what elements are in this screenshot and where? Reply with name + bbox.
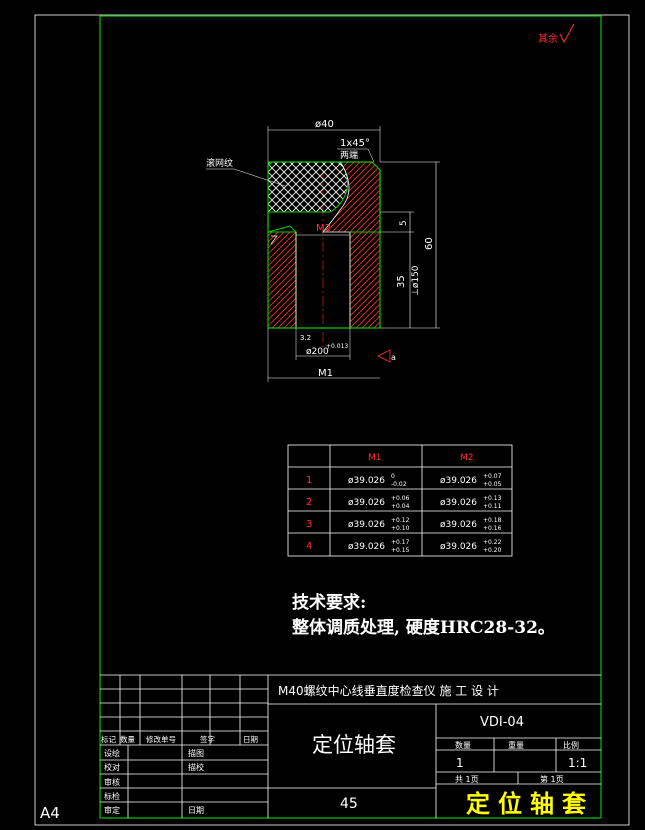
table-cell-m2-lower: +0.11 <box>483 503 502 510</box>
role-label: 审定 <box>104 805 120 815</box>
dim-60: 60 <box>424 237 435 250</box>
outer-frame <box>34 14 630 826</box>
table-cell-m2-lower: +0.16 <box>483 525 502 532</box>
dim-35: 35 <box>396 275 407 288</box>
dim-tol: +0.013 <box>326 343 348 350</box>
scale-value: 1:1 <box>568 756 587 770</box>
table-cell-m1-upper: +0.17 <box>391 539 410 546</box>
revision-header: 签字 <box>200 734 215 744</box>
table-row-number: 4 <box>306 541 312 552</box>
role-label: 标检 <box>104 791 120 801</box>
dim-both-ends: 两端 <box>340 149 358 161</box>
dim-d200: ø200 <box>306 347 329 357</box>
drawing-number: VDI-04 <box>480 715 524 730</box>
body-right-section <box>349 231 381 329</box>
table-cell-m2-upper: +0.22 <box>483 539 502 546</box>
knurl-label: 滚网纹 <box>206 157 233 169</box>
dim-perp: ⊥ø150 <box>411 265 421 296</box>
project-title: M40螺纹中心线垂直度检查仪 施 工 设 计 <box>278 683 499 698</box>
revision-header: 数量 <box>120 734 135 744</box>
table-cell-m2-base: ø39.026 <box>440 498 477 508</box>
tech-heading: 技术要求: <box>292 592 366 613</box>
scale-label: 比例 <box>563 740 579 750</box>
table-cell-m1-lower: +0.04 <box>391 503 410 510</box>
table-cell-m1-lower: +0.15 <box>391 547 410 554</box>
body-left-section <box>267 231 297 329</box>
table-cell-m2-lower: +0.05 <box>483 481 502 488</box>
dim-5: 5 <box>399 220 409 226</box>
part-name: 定位轴套 <box>312 733 396 757</box>
dim-ra: 3.2 <box>300 334 311 342</box>
table-cell-m1-base: ø39.026 <box>348 476 385 486</box>
tech-line-1: 整体调质处理, 硬度HRC28-32。 <box>292 617 555 638</box>
table-cell-m1-lower: +0.10 <box>391 525 410 532</box>
dim-d40: ø40 <box>315 119 334 130</box>
table-cell-m2-base: ø39.026 <box>440 520 477 530</box>
sheet-number: 第 1页 <box>540 774 564 784</box>
revision-header: 修改单号 <box>146 734 176 744</box>
roughness-symbol-icon <box>559 23 575 44</box>
table-cell-m2-base: ø39.026 <box>440 542 477 552</box>
dim-m1: M1 <box>318 368 333 379</box>
role-label: 校对 <box>104 762 120 772</box>
table-cell-m2-upper: +0.13 <box>483 495 502 502</box>
table-cell-m1-upper: 0 <box>391 473 395 480</box>
sheet-size: A4 <box>40 804 60 822</box>
role-label: 设绘 <box>104 748 120 758</box>
table-cell-m1-base: ø39.026 <box>348 520 385 530</box>
table-row-number: 3 <box>306 519 312 530</box>
table-header-m2: M2 <box>460 453 474 463</box>
table-row-number: 1 <box>306 475 312 486</box>
head-right-section <box>322 161 381 233</box>
material: 45 <box>340 796 358 812</box>
roughness-note: 其余 <box>538 32 558 45</box>
knurl-region <box>267 161 349 213</box>
sheet-total: 共 1页 <box>455 775 479 784</box>
role-label: 审核 <box>104 777 120 787</box>
dim-m2: M2 <box>316 223 331 234</box>
caption: 定位轴套 <box>466 789 594 818</box>
table-cell-m1-lower: -0.02 <box>391 481 407 488</box>
table-row-number: 2 <box>306 497 312 508</box>
table-cell-m2-upper: +0.07 <box>483 473 502 480</box>
table-cell-m1-base: ø39.026 <box>348 542 385 552</box>
inner-frame <box>99 15 602 819</box>
dim-chamfer: 1x45° <box>340 138 370 149</box>
table-cell-m2-upper: +0.18 <box>483 517 502 524</box>
qty-label: 数量 <box>455 740 471 750</box>
table-cell-m1-base: ø39.026 <box>348 498 385 508</box>
datum-label: a <box>391 353 396 362</box>
tolerance-table <box>287 444 513 557</box>
datum-symbol-icon <box>377 349 391 363</box>
table-header-m1: M1 <box>368 453 382 463</box>
sign-label-check: 描校 <box>188 762 204 772</box>
revision-header: 标记 <box>101 734 116 744</box>
date-label: 日期 <box>188 806 204 815</box>
table-cell-m1-upper: +0.12 <box>391 517 410 524</box>
table-cell-m2-base: ø39.026 <box>440 476 477 486</box>
sign-label-trace: 描图 <box>188 748 204 758</box>
title-block <box>100 674 601 818</box>
table-cell-m1-upper: +0.06 <box>391 495 410 502</box>
table-cell-m2-lower: +0.20 <box>483 547 502 554</box>
qty-value: 1 <box>456 756 464 770</box>
revision-header: 日期 <box>243 735 258 744</box>
weight-label: 重量 <box>508 740 524 750</box>
